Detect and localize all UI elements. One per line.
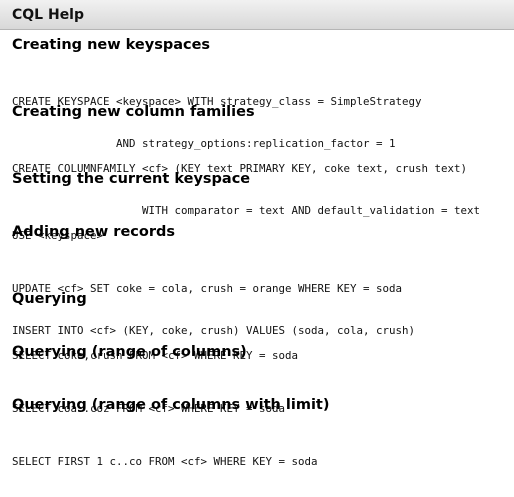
section-creating-keyspaces: Creating new keyspaces CREATE KEYSPACE <… xyxy=(12,36,508,150)
code-line: SELECT coke,crush FROM <cf> WHERE KEY = … xyxy=(12,349,299,362)
section-querying-range-limit: Querying (range of columns with limit) S… xyxy=(12,396,508,468)
section-heading: Creating new keyspaces xyxy=(12,37,211,53)
code-example: SELECT FIRST 1 c..co FROM <cf> WHERE KEY… xyxy=(12,427,508,497)
code-example: USE <keyspace> xyxy=(12,201,508,271)
section-heading: Setting the current keyspace xyxy=(12,171,251,187)
section-heading: Adding new records xyxy=(12,224,176,240)
code-line: AND strategy_options:replication_factor … xyxy=(12,137,396,150)
code-line: CREATE COLUMNFAMILY <cf> (KEY text PRIMA… xyxy=(12,162,468,175)
title-bar: CQL Help xyxy=(0,0,514,30)
code-line: SELECT FIRST 1 c..co FROM <cf> WHERE KEY… xyxy=(12,455,318,468)
code-line: CREATE KEYSPACE <keyspace> WITH strategy… xyxy=(12,95,422,108)
section-creating-column-families: Creating new column families CREATE COLU… xyxy=(12,103,508,217)
code-example: SELECT coa..coz FROM <cf> WHERE KEY = so… xyxy=(12,374,508,444)
code-line: INSERT INTO <cf> (KEY, coke, crush) VALU… xyxy=(12,324,416,337)
section-setting-keyspace: Setting the current keyspace USE <keyspa… xyxy=(12,170,508,242)
section-heading: Creating new column families xyxy=(12,104,255,120)
section-querying: Querying SELECT coke,crush FROM <cf> WHE… xyxy=(12,290,508,362)
code-example: CREATE COLUMNFAMILY <cf> (KEY text PRIMA… xyxy=(12,134,508,246)
window-title: CQL Help xyxy=(12,7,85,23)
code-line: USE <keyspace> xyxy=(12,229,104,242)
section-heading: Querying (range of columns with limit) xyxy=(12,397,330,413)
code-line: WITH comparator = text AND default_valid… xyxy=(12,204,481,217)
code-example: UPDATE <cf> SET coke = cola, crush = ora… xyxy=(12,254,508,366)
help-content: Creating new keyspaces CREATE KEYSPACE <… xyxy=(12,36,508,468)
section-heading: Querying xyxy=(12,291,87,307)
section-adding-records: Adding new records UPDATE <cf> SET coke … xyxy=(12,223,508,337)
code-line: SELECT coa..coz FROM <cf> WHERE KEY = so… xyxy=(12,402,286,415)
code-example: SELECT coke,crush FROM <cf> WHERE KEY = … xyxy=(12,321,508,391)
code-example: CREATE KEYSPACE <keyspace> WITH strategy… xyxy=(12,67,508,179)
section-querying-range: Querying (range of columns) SELECT coa..… xyxy=(12,343,508,415)
code-line: UPDATE <cf> SET coke = cola, crush = ora… xyxy=(12,282,403,295)
section-heading: Querying (range of columns) xyxy=(12,344,247,360)
